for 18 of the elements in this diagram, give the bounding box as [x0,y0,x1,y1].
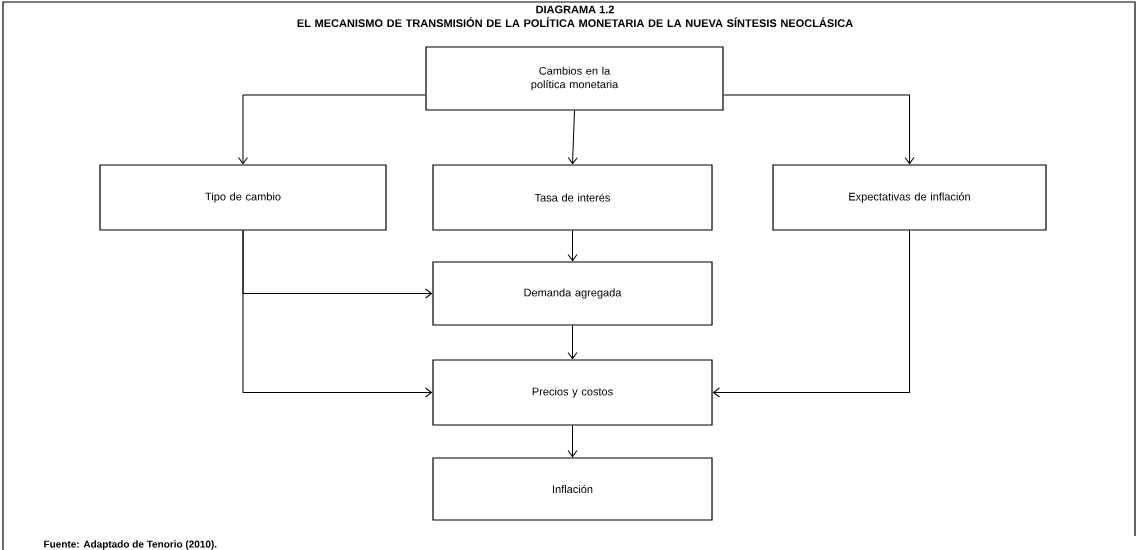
arrow [712,230,910,398]
process-box: Expectativas de inflación [772,164,1047,231]
arrow [567,230,578,262]
arrow [242,230,433,398]
process-box: Inflación [432,457,713,521]
subtitle: EL MECANISMO DE TRANSMISIÓN DE LA POLÍTICA MONETARIA DE LA NUEVA SÍNTESIS NEOCLÁSICA [297,17,853,28]
arrow [723,94,915,165]
process-box: Precios y costos [432,359,713,426]
arrow [567,425,578,458]
process-box: Tipo de cambio [99,164,387,231]
arrow [238,94,426,165]
process-box: Demanda agregada [432,261,713,326]
arrow [567,110,578,165]
title: DIAGRAMA 1.2 [536,5,614,14]
process-box: Cambios en la política monetaria [425,46,724,111]
process-box: Tasa de interés [432,164,713,231]
arrow [567,325,578,360]
source-note: Fuente: Adaptado de Tenorio (2010). [44,540,217,550]
